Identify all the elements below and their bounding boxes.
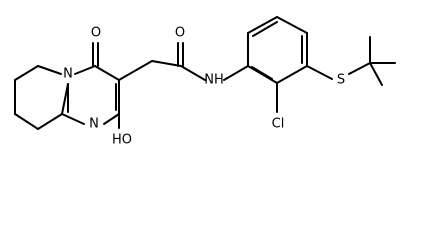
tert-butyl-thio-group [306, 36, 396, 86]
structure-canvas: O N O NH N HO Cl S [14, 16, 396, 148]
ring-oxygen-label: O [91, 26, 101, 41]
amide-oxygen-label: O [175, 26, 185, 41]
hydroxyl-label: HO [112, 133, 132, 148]
pyrimidinone-ring [61, 42, 120, 125]
benzene-ring [247, 16, 308, 84]
ring-nitrogen-label: N [63, 67, 73, 82]
piperidine-ring [14, 65, 63, 130]
amide-linker [118, 42, 249, 81]
sulfur-label: S [337, 73, 345, 88]
molecule-diagram: O N O NH N HO Cl S [14, 16, 396, 148]
chlorine-label: Cl [272, 117, 285, 132]
amide-nh-label: NH [204, 73, 224, 88]
pyrimidine-nitrogen-label: N [89, 117, 99, 132]
